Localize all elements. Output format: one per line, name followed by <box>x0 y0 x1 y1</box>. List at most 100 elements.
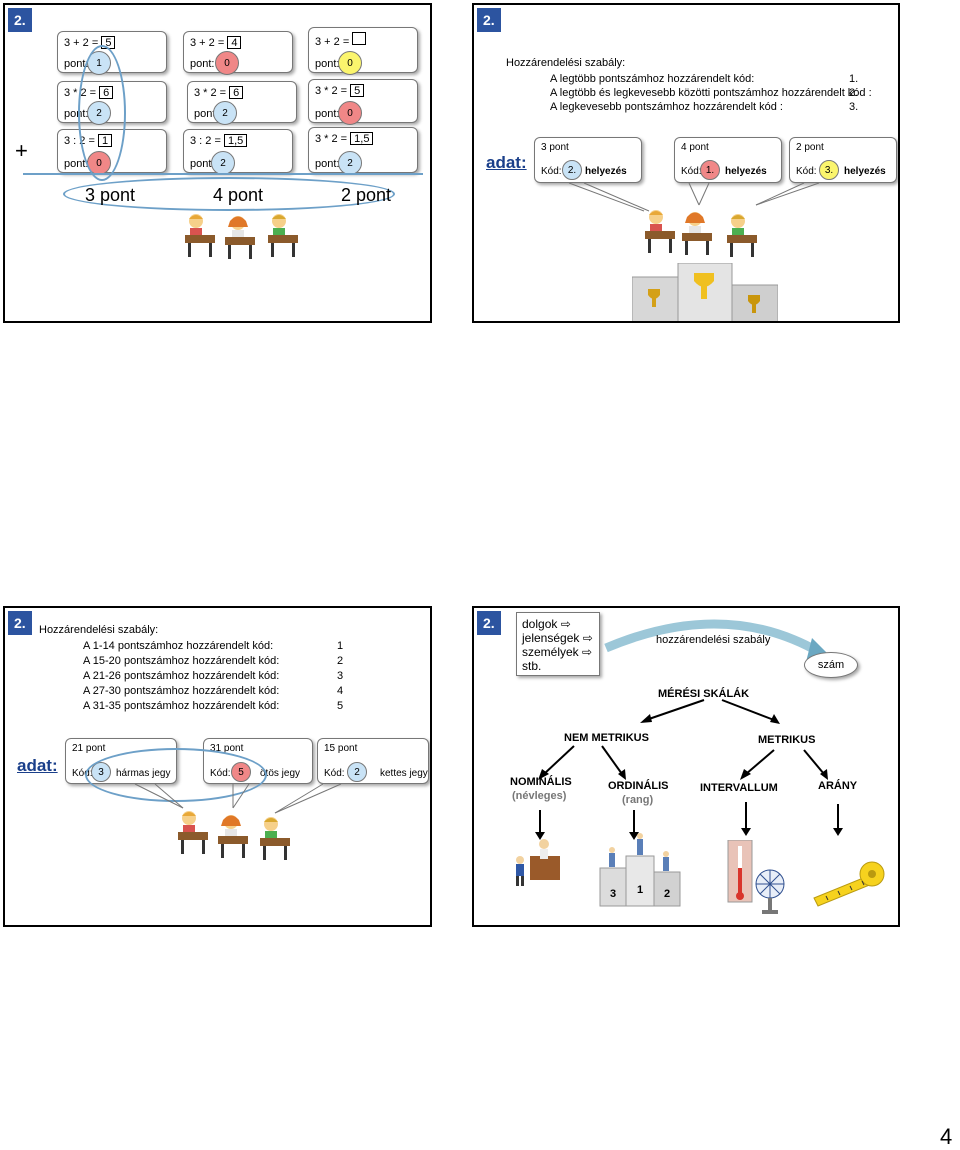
podium-icon <box>599 833 681 907</box>
item-label: személyek <box>522 645 579 659</box>
total-score: 2 pont <box>341 185 392 205</box>
divider <box>23 173 423 175</box>
adat-label: adat: <box>486 153 527 172</box>
items-box: dolgok ⇨ jelenségek ⇨ személyek ⇨ stb. <box>516 612 600 676</box>
bubble-code-label: Kód: <box>681 166 702 177</box>
data-bubble: 3 pont Kód: helyezés <box>534 137 642 183</box>
rule-code: 1 <box>337 640 344 652</box>
arrow-right-icon: ⇨ <box>560 617 571 631</box>
slide-measurement-scales: 2. dolgok ⇨ jelenségek ⇨ személyek ⇨ stb… <box>472 606 900 927</box>
item-label: stb. <box>522 659 542 673</box>
plus-sign: + <box>15 138 28 163</box>
score-label: pont: <box>64 58 89 70</box>
arrow-right-icon: ⇨ <box>582 631 593 645</box>
student-desk-icon <box>218 815 248 858</box>
podium-place: 1 <box>636 884 644 896</box>
podium-trophies-icon <box>632 263 778 321</box>
bubble-label: helyezés <box>585 166 627 177</box>
score-circle: 0 <box>338 101 362 125</box>
item-label: dolgok <box>522 617 558 631</box>
rule-code: 5 <box>337 700 344 712</box>
pointer-lines <box>134 783 342 814</box>
score-label: pont: <box>64 158 89 170</box>
data-bubble: 4 pont Kód: helyezés <box>674 137 782 183</box>
rule-code: 4 <box>337 685 344 697</box>
score-label: pont: <box>194 108 219 120</box>
slide-grading: 2. Hozzárendelési szabály: A 1-14 pontsz… <box>3 606 432 927</box>
bubble-code-label: Kód: <box>796 166 817 177</box>
student-desk-icon <box>727 214 757 257</box>
score-label: pont: <box>190 58 215 70</box>
bubble-label: kettes jegy <box>380 768 428 779</box>
rule-text: A legtöbb és legkevesebb közötti pontszá… <box>550 87 872 99</box>
code-circle: 1. <box>700 160 720 180</box>
slide-scoring: 2. + 3 + 2 = 5 pont: 1 3 * 2 = 6 pont: 2… <box>3 3 432 323</box>
score-circle: 2 <box>338 151 362 175</box>
student-desk-icon <box>268 214 298 257</box>
rule-text: A 21-26 pontszámhoz hozzárendelt kód: <box>83 670 280 682</box>
rule-text: A 15-20 pontszámhoz hozzárendelt kód: <box>83 655 280 667</box>
bubble-code-label: Kód: <box>541 166 562 177</box>
student-desk-icon <box>645 210 675 253</box>
rule-code: 2 <box>337 655 344 667</box>
task-expression: 3 + 2 = <box>190 37 225 49</box>
student-desk-icon <box>225 216 255 259</box>
nominal-label: NOMINÁLIS <box>510 776 572 788</box>
score-circle: 2 <box>213 101 237 125</box>
score-circle: 0 <box>338 51 362 75</box>
rule-code: 3 <box>337 670 344 682</box>
score-circle: 0 <box>215 51 239 75</box>
code-circle: 3. <box>819 160 839 180</box>
data-bubble: 15 pont Kód: kettes jegy <box>317 738 429 784</box>
item-label: jelenségek <box>522 631 580 645</box>
answer-box: 1,5 <box>223 134 248 147</box>
total-score: 3 pont <box>85 185 136 205</box>
podium-place: 2 <box>663 888 671 900</box>
bubble-score: 15 pont <box>324 743 358 754</box>
answer-box: 4 <box>227 36 242 49</box>
nominal-sublabel: (névleges) <box>512 790 567 802</box>
code-circle: 2 <box>347 762 367 782</box>
task-expression: 3 + 2 = <box>315 36 350 48</box>
bubble-score: 21 pont <box>72 743 106 754</box>
people-map-icon <box>516 839 560 886</box>
interval-label: INTERVALLUM <box>700 782 778 794</box>
answer-box: 1,5 <box>350 132 374 145</box>
student-desk-icon <box>178 811 208 854</box>
task-card: 3 * 2 = 5 pont: <box>308 79 418 123</box>
code-circle: 2. <box>562 160 582 180</box>
thermometer-icon <box>727 840 785 914</box>
totals-ellipse <box>63 177 395 211</box>
szam-ellipse: szám <box>804 652 858 678</box>
student-desk-icon <box>185 214 215 257</box>
rule-text: A 31-35 pontszámhoz hozzárendelt kód: <box>83 700 280 712</box>
task-expression: 3 * 2 = <box>194 87 227 99</box>
slide-badge: 2. <box>8 611 32 635</box>
task-expression: 3 * 2 = <box>315 85 348 97</box>
score-label: pont: <box>315 158 340 170</box>
task-card: 3 * 2 = 6 pont: <box>187 81 297 123</box>
answer-box: 6 <box>229 86 244 99</box>
bubble-score: 4 pont <box>681 142 709 153</box>
rule-text: A 1-14 pontszámhoz hozzárendelt kód: <box>83 640 274 652</box>
highlight-ellipse <box>85 748 267 802</box>
ordinal-label: ORDINÁLIS <box>608 780 669 792</box>
slide-badge: 2. <box>477 611 501 635</box>
pointer-lines <box>568 182 820 212</box>
score-label: pont: <box>190 158 215 170</box>
scales-title: MÉRÉSI SKÁLÁK <box>658 688 750 700</box>
task-card: 3 * 2 = 1,5 pont: <box>308 127 418 173</box>
task-expression: 3 : 2 = <box>190 135 221 147</box>
adat-label: adat: <box>17 756 58 775</box>
score-circle: 2 <box>211 151 235 175</box>
answer-box <box>352 32 367 45</box>
podium-place: 3 <box>609 888 617 900</box>
student-desk-icon <box>682 212 712 255</box>
bubble-code-label: Kód: <box>324 768 345 779</box>
non-metric-label: NEM METRIKUS <box>564 732 649 744</box>
answer-box: 5 <box>350 84 365 97</box>
total-score: 4 pont <box>213 185 264 205</box>
rule-text: A legtöbb pontszámhoz hozzárendelt kód: <box>550 73 755 85</box>
slide-badge: 2. <box>8 8 32 32</box>
rule-title: Hozzárendelési szabály: <box>39 624 159 636</box>
